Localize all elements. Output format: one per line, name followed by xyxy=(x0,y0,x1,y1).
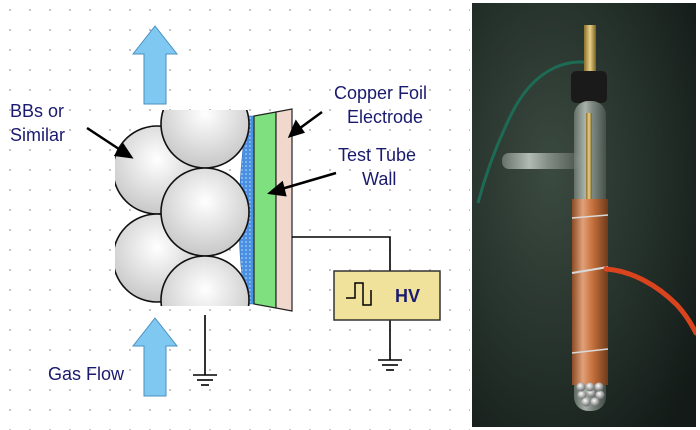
hv-label: HV xyxy=(395,286,420,306)
ground-icon xyxy=(193,374,217,386)
bbs-label-line1: BBs or xyxy=(10,101,64,121)
square-wave-icon xyxy=(346,282,372,306)
wire-wrap xyxy=(571,266,609,274)
hv-source-box xyxy=(333,270,441,321)
circuit-wiring xyxy=(204,236,391,375)
bbs-label-line2: Similar xyxy=(10,125,65,145)
wire-wrap xyxy=(571,348,609,354)
copper-label-line1: Copper Foil xyxy=(334,83,427,103)
bb-sphere xyxy=(160,255,250,306)
green-wire xyxy=(476,60,593,204)
inner-electrode-rod xyxy=(586,113,592,203)
reactor-schematic: HV BBs or Similar Copper Foil Electrode … xyxy=(0,0,470,430)
gas-inflow-arrow xyxy=(131,317,179,397)
tube-label-line1: Test Tube xyxy=(338,145,416,165)
bb-balls xyxy=(576,382,605,407)
ground-icon xyxy=(378,359,402,371)
test-tube-reactor-photo xyxy=(472,3,696,427)
gas-flow-label: Gas Flow xyxy=(48,364,125,384)
bb-sphere xyxy=(160,167,250,257)
side-arm xyxy=(502,153,580,169)
callout-arrows xyxy=(86,110,337,197)
bb-stack xyxy=(115,110,250,306)
wire-wrap xyxy=(571,214,609,219)
red-wire xyxy=(603,266,696,336)
gas-outflow-arrow xyxy=(131,25,179,105)
tube-label-line2: Wall xyxy=(362,169,396,189)
brass-rod xyxy=(584,25,596,73)
test-tube-wall xyxy=(253,111,277,309)
rubber-stopper xyxy=(571,71,607,103)
copper-label-line2: Electrode xyxy=(347,107,423,127)
copper-foil-sleeve xyxy=(572,199,608,385)
copper-foil-electrode xyxy=(275,108,293,312)
